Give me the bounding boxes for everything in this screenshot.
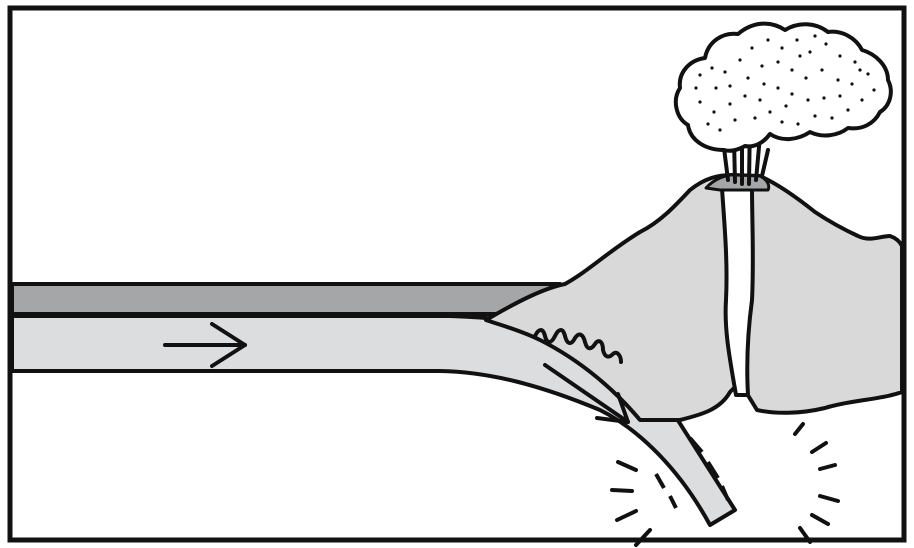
magma-conduit [720,186,755,397]
volcano-crust [484,173,904,422]
plate-dashed-end [654,436,730,509]
plate-motion-arrow [163,322,247,368]
frame [7,5,907,543]
ash-cloud [673,21,893,153]
friction-squiggle [533,328,623,364]
ocean-water-layer [10,282,562,316]
ash-cloud-dots [694,34,876,132]
subduction-direction-arrow [543,363,630,424]
